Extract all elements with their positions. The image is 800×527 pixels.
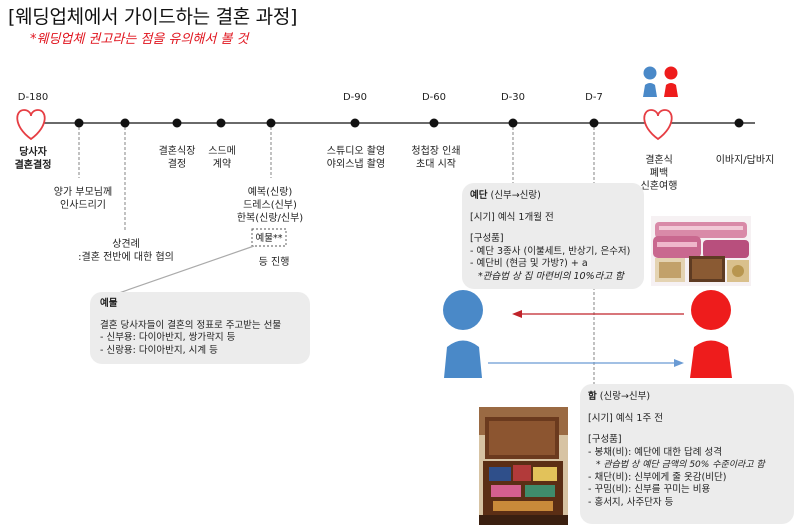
timeline-dot-venue — [172, 118, 182, 128]
yedan-arrowhead — [512, 310, 522, 318]
event-wedding: 결혼식 폐백 신혼여행 — [640, 155, 678, 192]
ham-line: [시기] 예식 1주 전 — [588, 412, 663, 424]
timeline-dot-d30 — [508, 118, 518, 128]
day-label-d7: D-7 — [585, 92, 603, 103]
event-sdme: 스드메 계약 — [208, 146, 236, 170]
groom-figure — [443, 290, 483, 378]
ham-line: - 채단(비): 신부에게 줄 옷감(비단) — [588, 471, 727, 483]
ham-line: [구성품] — [588, 434, 622, 445]
timeline-dot-invitation — [429, 118, 439, 128]
yedan-info-box: 예단 (신부→신랑) [시기] 예식 1개월 전 [구성품] - 예단 3종사 … — [462, 183, 644, 289]
yedan-line: - 예단 3종사 (이불세트, 반상기, 은수저) — [470, 245, 631, 257]
timeline-dot-d7 — [589, 118, 599, 128]
yedan-note: *관습법 상 집 마련비의 10%라고 함 — [478, 270, 624, 282]
yedan-photo-art — [651, 216, 751, 286]
event-family-meeting: 상견례 :결혼 전반에 대한 협의 — [78, 239, 174, 263]
ham-heading: 함 — [588, 391, 597, 402]
day-label-d180: D-180 — [17, 92, 49, 103]
day-label-d60: D-60 — [421, 92, 447, 103]
yedan-line: - 예단비 (현금 및 가방?) + a — [470, 258, 588, 269]
yemul-tag: 예물** — [255, 233, 283, 244]
heart-icon-wedding — [643, 109, 673, 141]
timeline-dot-studio — [350, 118, 360, 128]
yedan-line: [구성품] — [470, 233, 504, 244]
event-couple-decision: 당사자 결혼결정 — [14, 147, 52, 171]
ham-photo-art — [479, 407, 568, 525]
page-subtitle: *웨딩업체 권고라는 점을 유의해서 볼 것 — [30, 32, 249, 47]
event-venue: 결혼식장 결정 — [158, 146, 196, 170]
yemul-line: - 신랑용: 다이아반지, 시계 등 — [100, 344, 218, 356]
yemul-info-box: 예물 결혼 당사자들이 결혼의 정표로 주고받는 선물 - 신부용: 다이아반지… — [90, 292, 310, 364]
heart-icon-decision — [16, 109, 46, 141]
event-after: 이바지/답바지 — [715, 155, 775, 166]
yedan-line: [시기] 예식 1개월 전 — [470, 211, 554, 223]
ham-line: - 꾸밈(비): 신부를 꾸미는 비용 — [588, 484, 711, 495]
yedan-direction: (신부→신랑) — [487, 190, 541, 201]
yemul-tag-box — [251, 228, 287, 247]
event-etc: 등 진행 — [258, 257, 290, 268]
timeline-dot-meeting — [120, 118, 130, 128]
yedan-heading: 예단 — [470, 190, 488, 201]
ham-photo — [479, 407, 568, 525]
timeline-dot-yebok — [266, 118, 276, 128]
ham-line: - 봉채(비): 예단에 대한 답례 성격 — [588, 446, 723, 458]
ham-direction: (신랑→신부) — [596, 391, 651, 402]
yemul-line: - 신부용: 다이아반지, 쌍가락지 등 — [100, 332, 236, 343]
timeline-dot-after — [734, 118, 744, 128]
yemul-heading: 예물 — [100, 298, 118, 309]
yedan-photo — [651, 216, 751, 286]
ham-line: - 홍서지, 사주단자 등 — [588, 496, 674, 508]
bride-figure — [690, 290, 732, 378]
event-studio: 스튜디오 촬영 야외스냅 촬영 — [326, 146, 386, 170]
ham-arrowhead — [674, 359, 684, 367]
couple-icon — [643, 66, 678, 97]
timeline-dot-greet — [74, 118, 84, 128]
timeline-dot-sdme — [216, 118, 226, 128]
yemul-line: 결혼 당사자들이 결혼의 정표로 주고받는 선물 — [100, 319, 282, 331]
ham-info-box: 함 (신랑→신부) [시기] 예식 1주 전 [구성품] - 봉채(비): 예단… — [580, 384, 794, 524]
page-title: [웨딩업체에서 가이드하는 결혼 과정] — [8, 6, 298, 28]
ham-note: * 관습법 상 예단 금액의 50% 수준이라고 함 — [596, 460, 765, 470]
day-label-d90: D-90 — [342, 92, 368, 103]
event-yebok: 예복(신랑) 드레스(신부) 한복(신랑/신부) — [236, 187, 304, 224]
event-invitation: 청첩장 인쇄 초대 시작 — [411, 146, 461, 170]
day-label-d30: D-30 — [500, 92, 526, 103]
event-greet-parents: 양가 부모님께 인사드리기 — [53, 187, 113, 211]
